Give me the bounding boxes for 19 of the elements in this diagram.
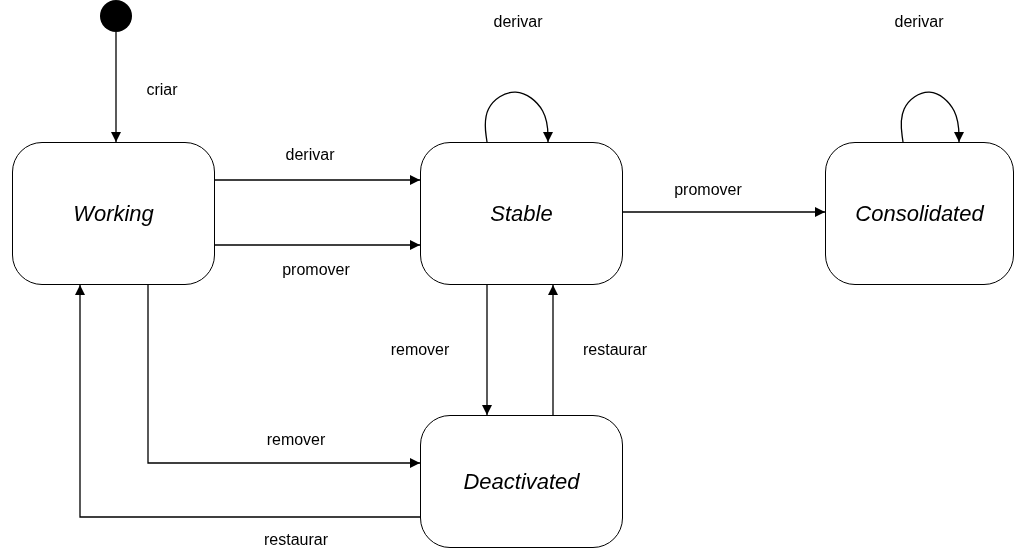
transition-arrow [622, 207, 826, 217]
transition-arrow [482, 284, 492, 416]
state-name: Deactivated [463, 468, 580, 495]
self-loop-arrow [900, 91, 964, 143]
transition-arrow [214, 175, 421, 185]
state-box [420, 142, 623, 285]
transition-arrow [214, 240, 421, 250]
state-box [12, 142, 215, 285]
transition-arrow [75, 284, 421, 518]
state-name: Consolidated [855, 200, 984, 227]
transition-arrow [111, 31, 121, 143]
state-name: Working [73, 200, 154, 227]
transition-arrow [548, 284, 558, 416]
initial-state-dot [100, 0, 132, 32]
state-box [420, 415, 623, 548]
self-loop-arrow [484, 91, 553, 143]
state-box [825, 142, 1014, 285]
state-name: Stable [490, 200, 553, 227]
transition-arrow [147, 284, 421, 468]
